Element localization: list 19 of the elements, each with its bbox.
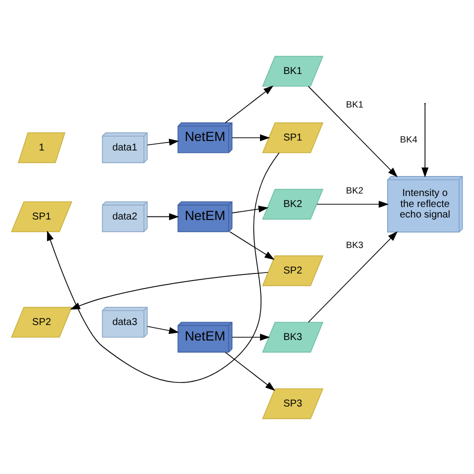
arrow bbox=[232, 333, 270, 340]
arrow bbox=[232, 205, 268, 213]
arrow bbox=[146, 138, 180, 146]
arrow bbox=[70, 271, 268, 310]
arrow bbox=[229, 230, 275, 260]
edge-label: BK4 bbox=[400, 134, 418, 144]
edge-label: BK1 bbox=[346, 99, 364, 110]
edge-label: BK2 bbox=[346, 184, 364, 195]
arrow bbox=[224, 85, 274, 123]
edge-label: BK3 bbox=[346, 240, 364, 250]
arrow bbox=[146, 212, 180, 220]
arrow bbox=[308, 85, 398, 177]
arrow bbox=[232, 134, 270, 141]
arrow bbox=[146, 325, 180, 334]
arrow bbox=[47, 152, 280, 382]
arrow bbox=[316, 200, 389, 208]
arrow bbox=[224, 351, 276, 390]
arrow bbox=[422, 103, 428, 177]
arrow bbox=[308, 230, 398, 322]
